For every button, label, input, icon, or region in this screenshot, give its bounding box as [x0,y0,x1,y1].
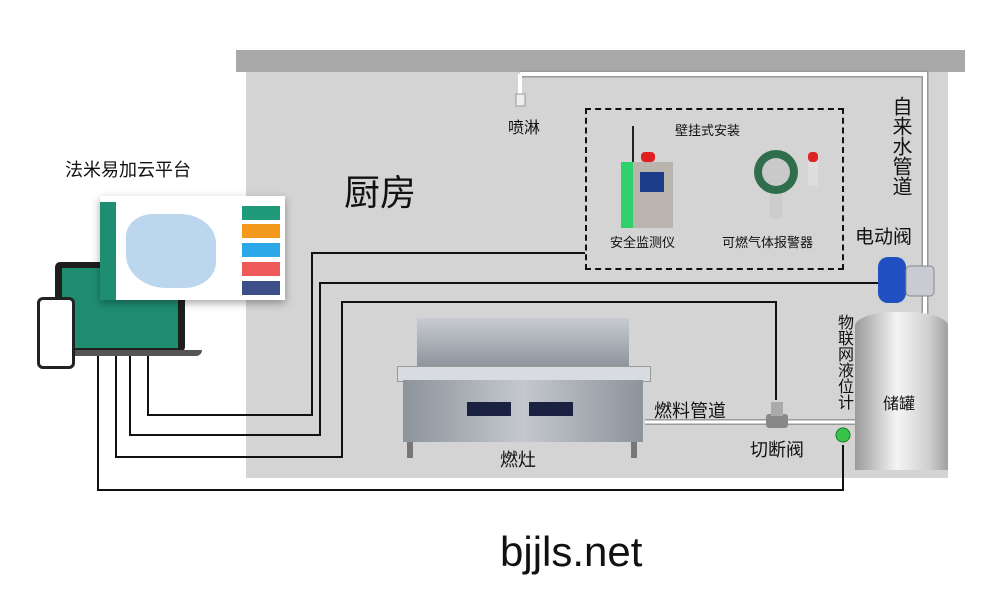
stove-icon [397,318,651,458]
shutoff-valve-label: 切断阀 [750,440,804,461]
storage-tank-icon [855,312,948,470]
safety-monitor-label: 安全监测仪 [610,236,676,251]
phone-icon [37,297,75,369]
wire-shutoff-valve [115,301,777,458]
water-pipe-label: 自来水管道 [889,96,913,196]
wall-mount-title: 壁挂式安装 [675,124,741,139]
level-meter-label: 物联网液位计 [835,314,854,410]
tank-label: 储罐 [883,394,916,413]
wire-monitor [147,252,585,416]
safety-monitor-icon [621,126,673,228]
electric-valve-label: 电动阀 [855,226,913,248]
room-label: 厨房 [344,173,417,214]
platform-dashboard-screen [100,196,285,300]
gas-alarm-label: 可燃气体报警器 [722,236,814,251]
gas-alarm-icon [754,150,818,218]
ceiling [236,50,965,72]
website-link[interactable]: bjjls.net [500,528,643,575]
stove-label: 燃灶 [500,450,536,471]
wire-electric-valve [129,282,878,436]
platform-title: 法米易加云平台 [65,160,191,181]
fuel-pipe-label: 燃料管道 [654,401,726,422]
electric-valve-icon [878,257,935,303]
laptop-base [45,350,202,356]
wall-mount-box [585,108,844,270]
level-meter-icon [835,427,851,443]
sprinkler-head-icon [515,93,526,107]
sprinkler-label: 喷淋 [508,118,541,137]
shutoff-valve-icon [766,402,788,428]
water-pipe [515,70,929,318]
wire-level-meter [97,355,844,491]
